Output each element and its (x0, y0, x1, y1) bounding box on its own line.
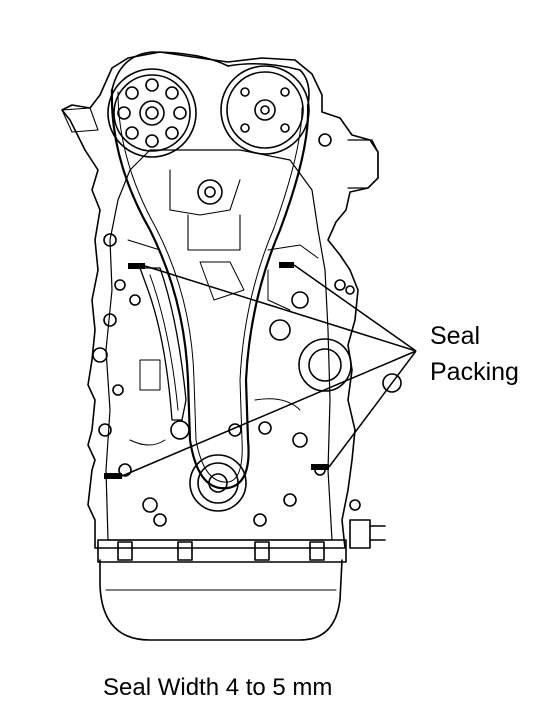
chain-tensioner (139, 267, 187, 421)
leader-line-upper-left (144, 265, 417, 352)
seal-packing-label-line1: Seal (430, 322, 481, 350)
crank-sprocket (189, 454, 247, 512)
diagram-caption: Seal Width 4 to 5 mm (103, 674, 333, 701)
leader-line-lower-left (121, 350, 417, 477)
left-cam-sprocket (107, 68, 197, 158)
leader-line-upper-right (293, 264, 417, 352)
right-cam-sprocket (220, 65, 310, 155)
water-pump-boss (298, 338, 352, 392)
seal-packing-label-line2: Packing (430, 358, 519, 386)
oil-pan (99, 559, 343, 641)
timing-chain (110, 51, 310, 490)
leader-line-lower-right (328, 350, 417, 468)
